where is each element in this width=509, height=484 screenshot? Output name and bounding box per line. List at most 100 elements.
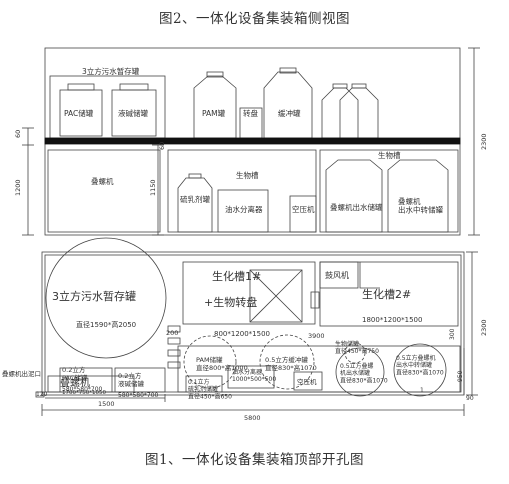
top-air-comp [293,371,323,391]
top-view [35,237,478,416]
label-top-bio1-dim: 800*1200*1500 [214,330,270,338]
label-line: 直径450*高650 [188,392,232,400]
label-top-bio-small: 生物储罐直径450*高750 [335,340,379,355]
label-line: 直径830*高1070 [396,368,444,376]
label-top-buffer-circle: 0.5立方缓冲罐直径830*高1070 [265,355,317,372]
label-side-turntable: 转盘 [243,108,258,118]
label-top-d5800: 5800 [244,414,261,422]
side-view [22,47,480,236]
label-top-d120: 120 [36,391,48,398]
label-line: 出水中转储罐 [396,361,432,369]
label-side-air-comp: 空压机 [292,204,315,214]
side-stacker-outlet-tank [325,159,383,233]
label-top-sulfur-small: 0.1立方硫乳剂储罐直径450*高650 [188,378,232,400]
top-bio-tank-2 [319,261,459,327]
label-line: 液碱储罐 [118,379,145,388]
label-top-sewage-big-dim: 直径1590*高2050 [76,320,136,329]
label-top-alkali-small: 0.2立方液碱储罐 [118,371,145,388]
top-transfer-circle [393,343,447,397]
side-sulfur-tank [177,177,213,233]
side-stacker [47,149,161,233]
label-top-sewage-big: 3立方污水暂存罐 [52,289,136,303]
label-side-buffer: 缓冲罐 [278,108,301,118]
side-bio-tank [167,149,317,233]
label-line: 直径450*高750 [335,347,379,355]
label-top-pac-small-dim: 580*580*700 [62,386,103,393]
label-top-sludge: 叠螺机出泥口 [2,369,41,378]
label-top-d200: 200 [166,329,178,337]
side-oil-water [217,189,269,233]
top-pam-circle [183,335,237,389]
side-view-caption: 图2、一体化设备集装箱侧视图 [158,11,351,27]
side-deck [44,137,461,145]
top-sludge-outlet [35,391,45,398]
top-alkali-small [114,367,166,393]
side-air-comp [289,195,317,233]
label-line: 直径830*高1070 [340,376,388,384]
top-oil-water [227,365,275,389]
label-top-bio2-dim: 1800*1200*1500 [362,316,422,324]
label-top-air-comp: 空压机 [297,377,317,386]
side-stacker-transfer-tank [387,159,449,233]
label-top-d3900: 3900 [308,332,325,340]
top-lower-frame [177,345,461,393]
label-line: 叠螺机 [398,196,421,206]
label-line: 直径830*高1070 [265,363,317,372]
label-line: 出水中转储罐 [398,204,443,214]
top-container-outline [41,251,465,396]
label-line: 0.1立方 [188,378,210,386]
label-top-bio1: 生化槽1# [212,269,261,283]
label-top-d1: 1 [420,387,424,394]
side-buffer-tank [263,71,313,139]
side-view-labels: 3立方污水暂存罐 PAC储罐 液碱储罐 PAM罐 转盘 缓冲罐 叠螺机 生物槽 … [64,66,443,214]
label-side-pam: PAM罐 [202,108,226,118]
label-side-pac: PAC储罐 [64,108,94,118]
label-top-d950: 950 [457,370,464,382]
label-top-bio1-turn: +生物转盘 [204,295,257,309]
label-line: 0.2立方 [62,365,86,374]
label-side-stacker-transfer: 叠螺机出水中转储罐 [398,196,443,214]
label-side-stacker-outlet: 叠螺机出水储罐 [330,202,383,212]
label-line: PAM储罐 [196,355,223,364]
label-line: 0.5立方叠螺机 [396,354,436,362]
label-line: 0.5立方叠螺 [340,362,374,370]
label-top-alkali-small-dim: 580*580*700 [118,392,159,399]
label-side-sulfur: 硫乳剂罐 [180,194,210,204]
top-sulfur-small [185,375,223,393]
top-outlet-circle [335,347,385,397]
label-line: 0.2立方 [118,371,142,380]
label-top-d300: 300 [449,328,456,340]
label-line: 油水分离器 [232,368,262,376]
label-line: 机出水储罐 [340,369,370,377]
side-bio-tank-right [319,149,459,233]
top-view-caption: 图1、一体化设备集装箱顶部开孔图 [144,452,365,468]
label-top-d2300: 2300 [480,319,488,336]
dim-side-60b: 60 [158,142,166,150]
label-top-d90: 90 [466,395,474,402]
label-top-pam-circle: PAM储罐直径800*高1000 [196,355,248,372]
label-side-bio-tank: 生物槽 [236,170,259,180]
label-line: 生物储罐 [335,340,359,348]
side-view-dims: 60 1200 1150 60 2300 [14,130,488,196]
top-bio-tank-1 [182,261,316,325]
dim-side-1200: 1200 [14,179,22,196]
label-line: 直径800*高1000 [196,363,248,372]
label-top-transfer-05: 0.5立方叠螺机出水中转储罐直径830*高1070 [396,354,444,376]
side-right-tank-b [339,87,379,139]
label-side-alkali: 液碱储罐 [118,108,148,118]
top-buffer-circle [259,334,315,390]
label-top-bio2: 生化槽2# [362,287,411,301]
label-side-stacker: 叠螺机 [91,176,114,186]
label-top-outlet-05: 0.5立方叠螺机出水储罐直径830*高1070 [340,362,388,384]
label-line: 1000*500*500 [232,376,276,383]
label-line: 硫乳剂储罐 [188,385,218,393]
label-top-stacker-dim: 1700*750*1050 [62,390,106,396]
label-side-bio-tank-right: 生物槽 [378,150,401,160]
top-sewage-tank [45,237,167,359]
side-pam-tank [193,75,237,139]
label-side-sewage-tank: 3立方污水暂存罐 [82,66,140,76]
top-view-labels: 3立方污水暂存罐 直径1590*高2050 生化槽1# +生物转盘 800*12… [2,269,488,422]
